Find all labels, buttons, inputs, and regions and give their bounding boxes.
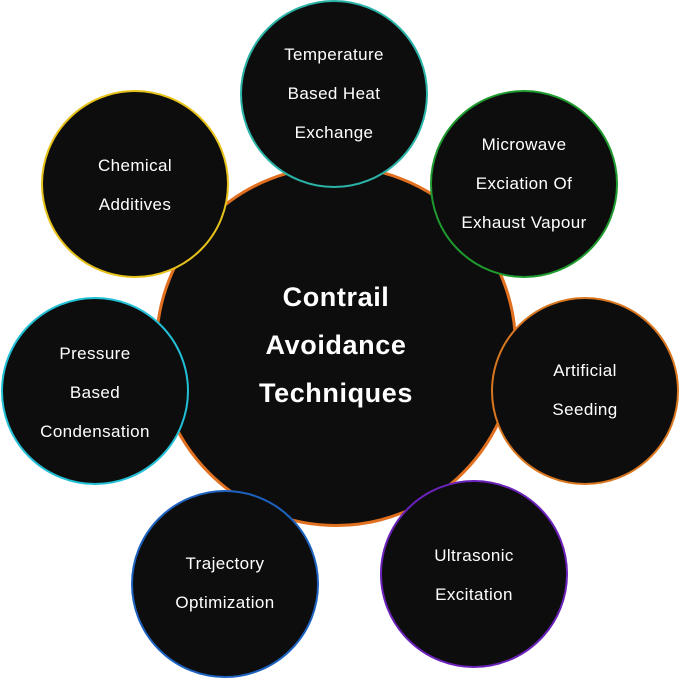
node-label-line: Pressure	[59, 344, 131, 363]
node-label-line: Based	[69, 383, 121, 402]
center-title-line-3: Techniques	[258, 378, 414, 408]
node-label-line: Trajectory	[185, 554, 265, 573]
node-label-line: Optimization	[175, 593, 275, 612]
center-title-line-1: Contrail	[282, 282, 390, 312]
node-label-line: Chemical	[97, 156, 173, 175]
node-label-line: Exhaust Vapour	[461, 213, 587, 232]
node-artificial-seeding: Artificial Seeding	[491, 297, 679, 485]
node-label-line: Excitation	[435, 585, 513, 604]
node-ultrasonic-excitation: Ultrasonic Excitation	[380, 480, 568, 668]
node-label-line: Condensation	[40, 422, 150, 441]
center-title-line-2: Avoidance	[265, 330, 407, 360]
node-label-line: Ultrasonic	[434, 546, 514, 565]
node-microwave-exciation: Microwave Exciation Of Exhaust Vapour	[430, 90, 618, 278]
node-label: Trajectory Optimization	[133, 492, 317, 676]
node-label-line: Based Heat	[287, 84, 381, 103]
node-label-line: Additives	[98, 195, 172, 214]
node-label-line: Seeding	[552, 400, 618, 419]
node-trajectory-optimization: Trajectory Optimization	[131, 490, 319, 678]
node-label: Pressure Based Condensation	[3, 299, 187, 483]
node-label-line: Microwave	[481, 135, 567, 154]
node-label: Microwave Exciation Of Exhaust Vapour	[432, 92, 616, 276]
node-label: Chemical Additives	[43, 92, 227, 276]
node-temperature-based-heat-exchange: Temperature Based Heat Exchange	[240, 0, 428, 188]
node-label-line: Artificial	[553, 361, 617, 380]
node-label-line: Temperature	[284, 45, 384, 64]
node-label-line: Exchange	[294, 123, 374, 142]
node-label: Ultrasonic Excitation	[382, 482, 566, 666]
node-pressure-based-condensation: Pressure Based Condensation	[1, 297, 189, 485]
node-label-line: Exciation Of	[475, 174, 573, 193]
center-title: Contrail Avoidance Techniques	[158, 168, 514, 524]
node-chemical-additives: Chemical Additives	[41, 90, 229, 278]
node-label: Artificial Seeding	[493, 299, 677, 483]
node-label: Temperature Based Heat Exchange	[242, 2, 426, 186]
